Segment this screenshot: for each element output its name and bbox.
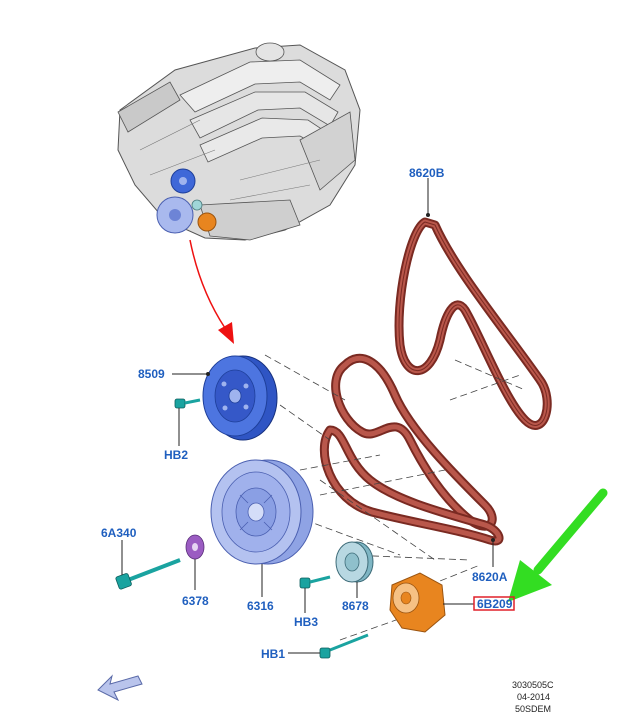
label-hb2: HB2 xyxy=(164,448,188,462)
bolt-hb2 xyxy=(174,398,201,409)
label-6b209: 6B209 xyxy=(477,597,513,611)
water-pump-pulley xyxy=(202,355,278,441)
idler-pulley xyxy=(335,541,374,583)
label-6378: 6378 xyxy=(182,594,209,608)
belt-tensioner xyxy=(389,572,446,633)
washer xyxy=(185,534,205,560)
label-6a340: 6A340 xyxy=(101,526,137,540)
crank-pulley xyxy=(210,459,314,565)
crank-bolt xyxy=(115,558,181,590)
reference-date: 04-2014 xyxy=(517,692,550,702)
label-8620b: 8620B xyxy=(409,166,445,180)
label-8620a: 8620A xyxy=(472,570,508,584)
reference-code: 3030505C xyxy=(512,680,554,690)
tensioner-highlight-box xyxy=(473,596,515,611)
bolt-hb3 xyxy=(299,575,331,589)
belt-8620a xyxy=(319,353,504,546)
belt-8620b xyxy=(394,217,552,430)
label-6316: 6316 xyxy=(247,599,274,613)
engine-illustration xyxy=(117,42,361,241)
label-8678: 8678 xyxy=(342,599,369,613)
label-8509: 8509 xyxy=(138,367,165,381)
label-hb1: HB1 xyxy=(261,647,285,661)
reference-model: 50SDEM xyxy=(515,704,551,714)
bolt-hb1 xyxy=(319,633,369,659)
green-arrow-icon xyxy=(508,488,608,602)
leader-lines xyxy=(121,178,495,654)
label-hb3: HB3 xyxy=(294,615,318,629)
view-direction-arrow-icon xyxy=(97,674,143,702)
red-arrow-icon xyxy=(189,239,234,344)
